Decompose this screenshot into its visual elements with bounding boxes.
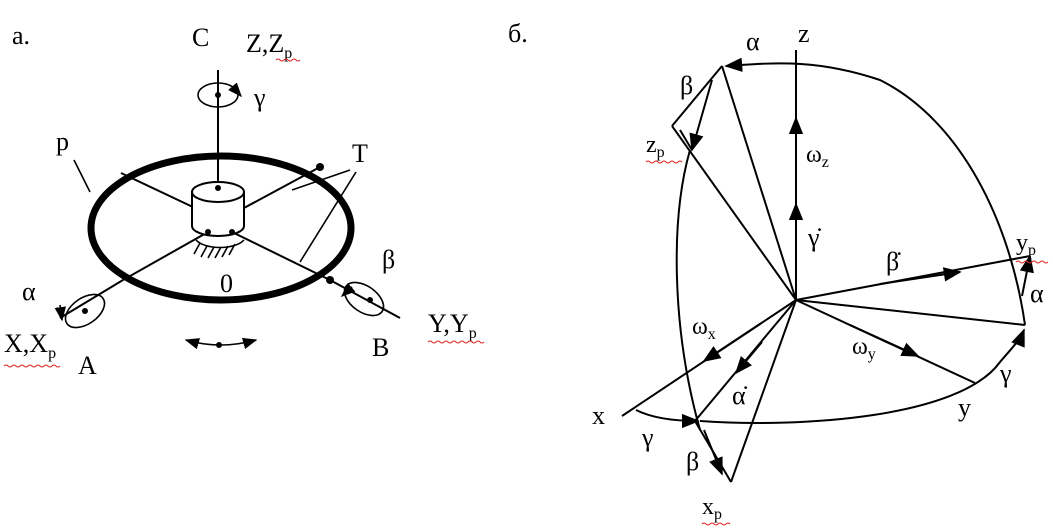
alpha-rotation-ellipse xyxy=(64,293,106,329)
omega-x-vector xyxy=(702,323,761,362)
spoke-upper-right xyxy=(243,166,321,209)
label-alpha-top: α xyxy=(746,27,760,56)
p-leader xyxy=(73,159,91,193)
label-gamma-dot: γ̇ xyxy=(807,223,821,252)
caption-a: а. xyxy=(12,21,30,50)
label-alpha-right: α xyxy=(1030,279,1044,308)
label-zero: 0 xyxy=(220,269,233,298)
label-beta-bottom: β xyxy=(686,447,699,476)
arc-bottom xyxy=(699,328,1025,424)
zp-tick xyxy=(679,129,693,151)
arc-top-right xyxy=(724,57,1026,326)
spoke-upper-left xyxy=(120,172,196,209)
spellcheck-underline-yp xyxy=(1015,260,1049,264)
label-zp-b: zp xyxy=(646,132,665,161)
label-omega-y: ωy xyxy=(852,334,876,363)
yp-axis xyxy=(795,255,1031,301)
hub-cylinder xyxy=(191,191,245,237)
caption-b: б. xyxy=(508,19,528,48)
spellcheck-underline-x xyxy=(3,364,61,368)
alpha-right-arrow xyxy=(1019,254,1034,297)
gamma-rotation-arrow xyxy=(228,82,242,98)
panel-a: а. C Z,Zp γ p T β α 0 X,Xp A Y,Yp B xyxy=(3,21,485,380)
label-omega-z: ωz xyxy=(806,142,829,171)
label-a: A xyxy=(78,351,97,380)
spellcheck-underline-zp xyxy=(645,160,683,164)
beta-bottom-arrow xyxy=(703,429,723,476)
beta-top-arrow xyxy=(689,79,713,152)
label-gamma-a: γ xyxy=(253,83,266,112)
label-alpha-a: α xyxy=(22,277,36,306)
gamma-left-arrow xyxy=(635,409,700,429)
t-point-lower xyxy=(326,276,334,284)
ray-zp xyxy=(671,125,797,301)
arc-left xyxy=(675,149,701,431)
label-t: T xyxy=(352,139,368,168)
spellcheck-underline-xp xyxy=(701,522,731,526)
zp-line xyxy=(671,65,723,127)
label-alpha-dot: α̇ xyxy=(732,381,748,410)
ground-line xyxy=(195,239,245,249)
label-z: Z,Zp xyxy=(246,29,292,62)
label-z-b: z xyxy=(798,19,810,48)
label-beta-top: β xyxy=(680,71,693,100)
y-axis-line xyxy=(329,279,401,319)
spoke-b xyxy=(231,231,331,281)
x-axis-line xyxy=(59,279,124,319)
label-beta-a: β xyxy=(382,245,395,274)
alpha-dot-vector xyxy=(734,341,763,375)
panel-b: б. α z β zp ωz γ̇ β̇ yp α ωx ωy γ α̇ y x… xyxy=(508,19,1049,526)
label-xp-b: xp xyxy=(702,494,722,523)
spellcheck-underline-y xyxy=(427,340,485,344)
label-b: B xyxy=(372,333,389,362)
alpha-rotation-dot xyxy=(82,308,88,314)
spoke-a xyxy=(122,231,209,281)
label-yp-b: yp xyxy=(1016,230,1036,259)
t-point-upper xyxy=(316,163,324,171)
hub-left-dot xyxy=(205,229,211,235)
label-gamma-right: γ xyxy=(999,359,1012,388)
ring-p xyxy=(87,152,355,304)
label-y: Y,Yp xyxy=(428,309,477,342)
label-p: p xyxy=(56,127,69,156)
ground-hatch xyxy=(193,242,236,259)
label-x-b: x xyxy=(592,401,605,430)
beta-rotation-arrow xyxy=(340,283,356,297)
ray-right xyxy=(795,299,1026,326)
beta-dot-vector xyxy=(879,267,962,285)
label-gamma-left: γ xyxy=(641,423,654,452)
spellcheck-underline-z xyxy=(275,58,301,62)
label-omega-x: ωx xyxy=(692,314,716,343)
hub-right-dot xyxy=(229,229,235,235)
label-beta-dot: β̇ xyxy=(886,247,901,276)
gamma-rotation-dot xyxy=(215,92,221,98)
t-leader-1 xyxy=(291,169,351,191)
ray-alpha-top xyxy=(721,65,797,301)
label-x: X,Xp xyxy=(4,329,56,362)
t-leader-2 xyxy=(299,171,357,263)
alpha-rotation-arrow xyxy=(54,304,66,322)
hub-top-dot xyxy=(215,185,221,191)
beta-rotation-dot xyxy=(367,297,373,303)
ray-xp xyxy=(730,299,797,483)
label-c: C xyxy=(192,23,209,52)
label-y-b: y xyxy=(958,393,971,422)
omega-y-vector xyxy=(849,324,920,357)
oscillation-dot xyxy=(216,342,222,348)
hub-top xyxy=(191,181,245,203)
